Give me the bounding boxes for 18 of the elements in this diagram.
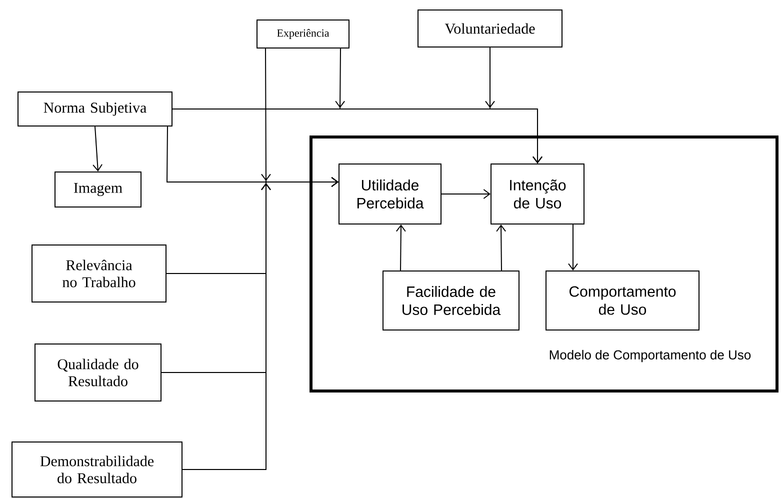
concept-box: Comportamento de Uso xyxy=(546,270,700,330)
arrow xyxy=(485,47,542,164)
arrow xyxy=(568,224,578,270)
concept-box: Facilidade de Uso Percebida xyxy=(382,270,520,330)
concept-box: Imagem xyxy=(54,172,142,208)
concept-box: Relevância no Trabalho xyxy=(32,244,166,302)
arrow xyxy=(396,224,406,271)
arrow xyxy=(182,177,338,470)
arrow xyxy=(496,224,506,271)
concept-box: Utilidade Percebida xyxy=(338,164,442,224)
concept-box: Demonstrabilidade do Resultado xyxy=(12,442,182,498)
concept-box: Voluntariedade xyxy=(418,10,562,48)
concept-box: Experiência xyxy=(256,20,350,48)
arrow xyxy=(92,126,103,172)
concept-box: Qualidade do Resultado xyxy=(34,344,162,402)
arrow xyxy=(441,189,490,199)
concept-box: Intenção de Uso xyxy=(490,164,584,224)
concept-box: Norma Subjetiva xyxy=(18,92,172,126)
